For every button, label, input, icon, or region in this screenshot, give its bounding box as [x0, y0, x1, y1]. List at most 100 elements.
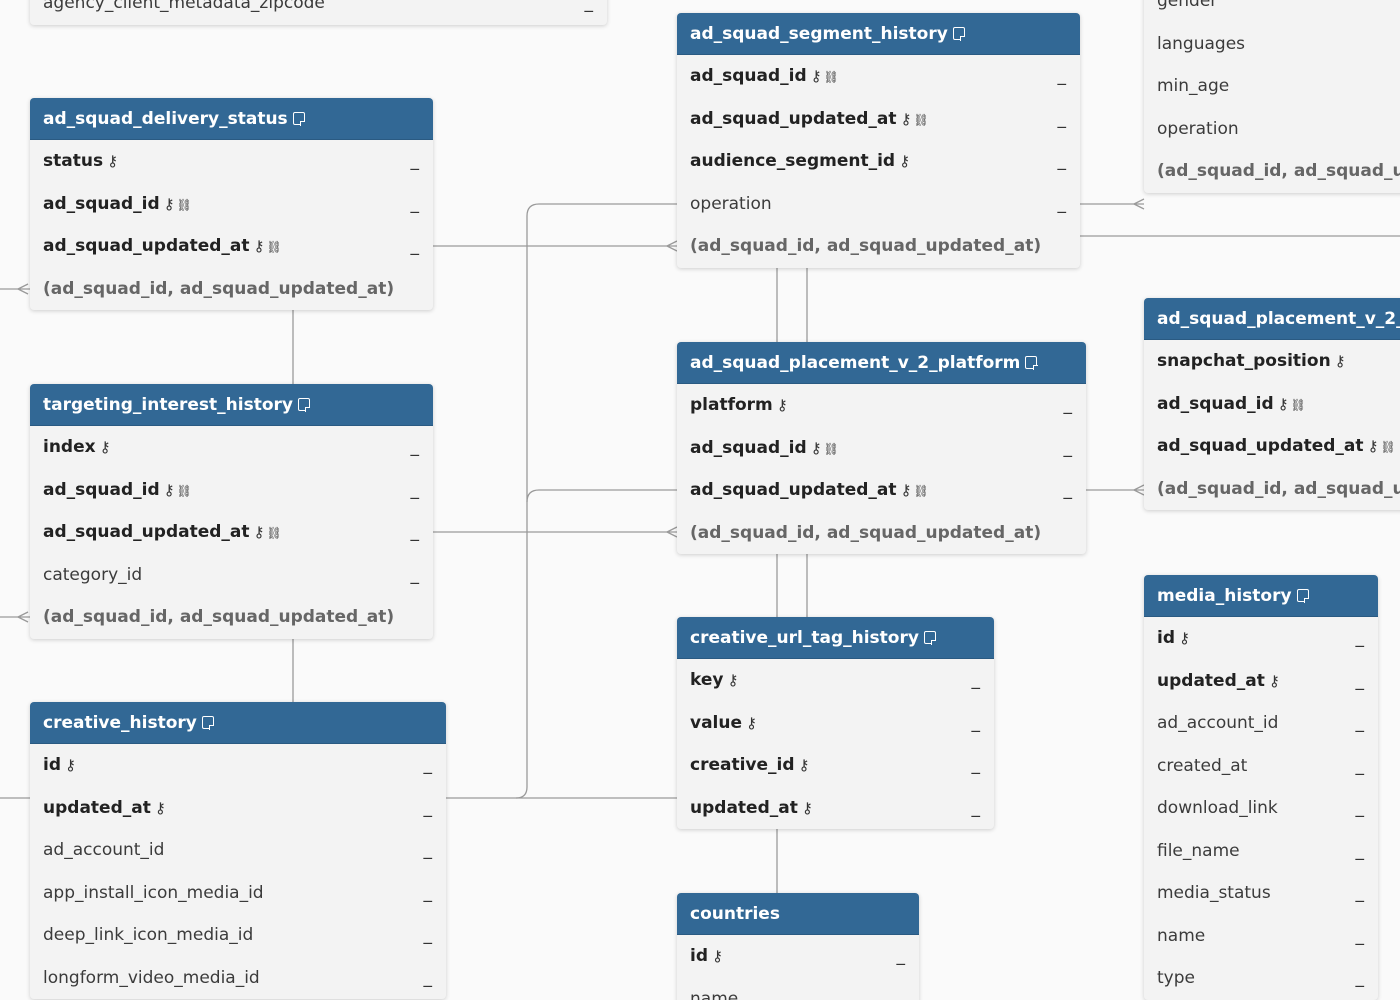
foreign-key-link-icon: ⛓: [176, 197, 192, 212]
table-creative-history[interactable]: creative_history id⚷_updated_at⚷_ad_accou…: [30, 702, 446, 999]
column-name: updated_at: [690, 797, 798, 818]
column-row[interactable]: ad_squad_id⚷⛓_: [30, 469, 433, 512]
primary-key-icon: ⚷: [1367, 437, 1379, 455]
index-row[interactable]: (ad_squad_id, ad_squad_updated_at): [30, 268, 433, 311]
column-row[interactable]: id⚷_: [677, 935, 919, 978]
column-name: creative_id: [690, 755, 795, 775]
nullable-marker: _: [423, 797, 433, 818]
table-title: creative_history: [43, 713, 197, 733]
column-row[interactable]: media_status_: [1144, 872, 1378, 915]
column-row[interactable]: snapchat_position⚷: [1144, 340, 1400, 383]
column-row[interactable]: updated_at⚷_: [1144, 660, 1378, 703]
table-title: creative_url_tag_history: [690, 628, 919, 648]
nullable-marker: _: [410, 479, 420, 500]
column-row[interactable]: ad_squad_updated_at⚷⛓_: [30, 511, 433, 554]
column-name: ad_squad_id: [1157, 393, 1274, 414]
column-name: (ad_squad_id, ad_squad_updated_at): [690, 522, 1042, 543]
column-row[interactable]: ad_squad_id⚷⛓_: [30, 183, 433, 226]
note-icon[interactable]: [201, 716, 215, 730]
column-row[interactable]: gender: [1144, 0, 1400, 23]
table-header[interactable]: countries: [677, 893, 919, 935]
column-row[interactable]: updated_at⚷_: [30, 787, 446, 830]
nullable-marker: _: [410, 236, 420, 256]
primary-key-icon: ⚷: [1277, 394, 1289, 413]
table-t-zip[interactable]: agency_client_metadata_zipcode_: [30, 0, 607, 25]
note-icon[interactable]: [297, 398, 311, 412]
column-row[interactable]: ad_account_id_: [30, 829, 446, 872]
column-row[interactable]: category_id_: [30, 554, 433, 597]
column-row[interactable]: ad_squad_id⚷⛓_: [677, 427, 1086, 470]
column-row[interactable]: type_: [1144, 957, 1378, 1000]
index-row[interactable]: (ad_squad_id, ad_squad_updated_at): [1144, 150, 1400, 193]
primary-key-icon: ⚷: [1268, 671, 1280, 690]
note-icon[interactable]: [952, 27, 966, 41]
column-row[interactable]: status⚷_: [30, 140, 433, 183]
column-row[interactable]: audience_segment_id⚷_: [677, 140, 1080, 183]
table-header[interactable]: targeting_interest_history: [30, 384, 433, 426]
column-row[interactable]: key⚷_: [677, 659, 994, 702]
foreign-key-link-icon: ⛓: [823, 441, 839, 456]
column-row[interactable]: operation_: [677, 183, 1080, 226]
column-row[interactable]: app_install_icon_media_id_: [30, 872, 446, 915]
column-row[interactable]: operation: [1144, 108, 1400, 151]
table-header[interactable]: ad_squad_placement_v_2_platform: [677, 342, 1086, 384]
column-name: ad_squad_updated_at: [43, 522, 250, 542]
column-row[interactable]: ad_squad_updated_at⚷⛓_: [677, 469, 1086, 512]
index-row[interactable]: (ad_squad_id, ad_squad_updated_at): [1144, 468, 1400, 511]
nullable-marker: _: [1057, 151, 1067, 171]
table-ad-squad-placement-v-2-snapchat-position[interactable]: ad_squad_placement_v_2_snapchat_position…: [1144, 298, 1400, 510]
index-row[interactable]: (ad_squad_id, ad_squad_updated_at): [677, 512, 1086, 555]
column-row[interactable]: platform⚷_: [677, 384, 1086, 427]
crows-foot-marker: [17, 283, 29, 295]
column-row[interactable]: ad_squad_id⚷⛓_: [677, 55, 1080, 98]
column-row[interactable]: created_at_: [1144, 745, 1378, 788]
table-header[interactable]: creative_history: [30, 702, 446, 744]
column-row[interactable]: download_link_: [1144, 787, 1378, 830]
index-row[interactable]: (ad_squad_id, ad_squad_updated_at): [30, 596, 433, 639]
column-row[interactable]: ad_squad_updated_at⚷⛓_: [677, 98, 1080, 141]
table-header[interactable]: ad_squad_placement_v_2_snapchat_position: [1144, 298, 1400, 340]
column-name: platform: [690, 395, 773, 415]
column-row[interactable]: name_: [1144, 915, 1378, 958]
column-row[interactable]: creative_id⚷_: [677, 744, 994, 787]
column-row[interactable]: index⚷_: [30, 426, 433, 469]
column-row[interactable]: languages: [1144, 23, 1400, 66]
table-header[interactable]: creative_url_tag_history: [677, 617, 994, 659]
column-row[interactable]: name: [677, 978, 919, 1000]
note-icon[interactable]: [1025, 356, 1038, 370]
column-row[interactable]: longform_video_media_id_: [30, 957, 446, 1000]
column-row[interactable]: min_age: [1144, 65, 1400, 108]
column-row[interactable]: file_name_: [1144, 830, 1378, 873]
column-row[interactable]: updated_at⚷_: [677, 787, 994, 830]
column-row[interactable]: ad_squad_updated_at⚷⛓_: [30, 225, 433, 268]
column-row[interactable]: id⚷_: [30, 744, 446, 787]
table-header[interactable]: ad_squad_segment_history: [677, 13, 1080, 55]
note-icon[interactable]: [1296, 589, 1310, 603]
index-row[interactable]: (ad_squad_id, ad_squad_updated_at): [677, 225, 1080, 268]
table-header[interactable]: media_history: [1144, 575, 1378, 617]
column-row[interactable]: ad_squad_id⚷⛓: [1144, 383, 1400, 426]
column-row[interactable]: id⚷_: [1144, 617, 1378, 660]
column-row[interactable]: ad_account_id_: [1144, 702, 1378, 745]
table-header[interactable]: ad_squad_delivery_status: [30, 98, 433, 140]
note-icon[interactable]: [292, 112, 306, 126]
column-row[interactable]: ad_squad_updated_at⚷⛓: [1144, 425, 1400, 468]
column-name: operation: [690, 193, 772, 214]
column-row[interactable]: value⚷_: [677, 702, 994, 745]
column-row[interactable]: agency_client_metadata_zipcode_: [30, 0, 607, 25]
note-icon[interactable]: [923, 631, 937, 645]
column-name: ad_account_id: [1157, 713, 1279, 733]
column-name: ad_squad_updated_at: [1157, 436, 1364, 456]
column-name: min_age: [1157, 76, 1230, 96]
foreign-key-link-icon: ⛓: [1380, 440, 1396, 454]
column-row[interactable]: deep_link_icon_media_id_: [30, 914, 446, 957]
